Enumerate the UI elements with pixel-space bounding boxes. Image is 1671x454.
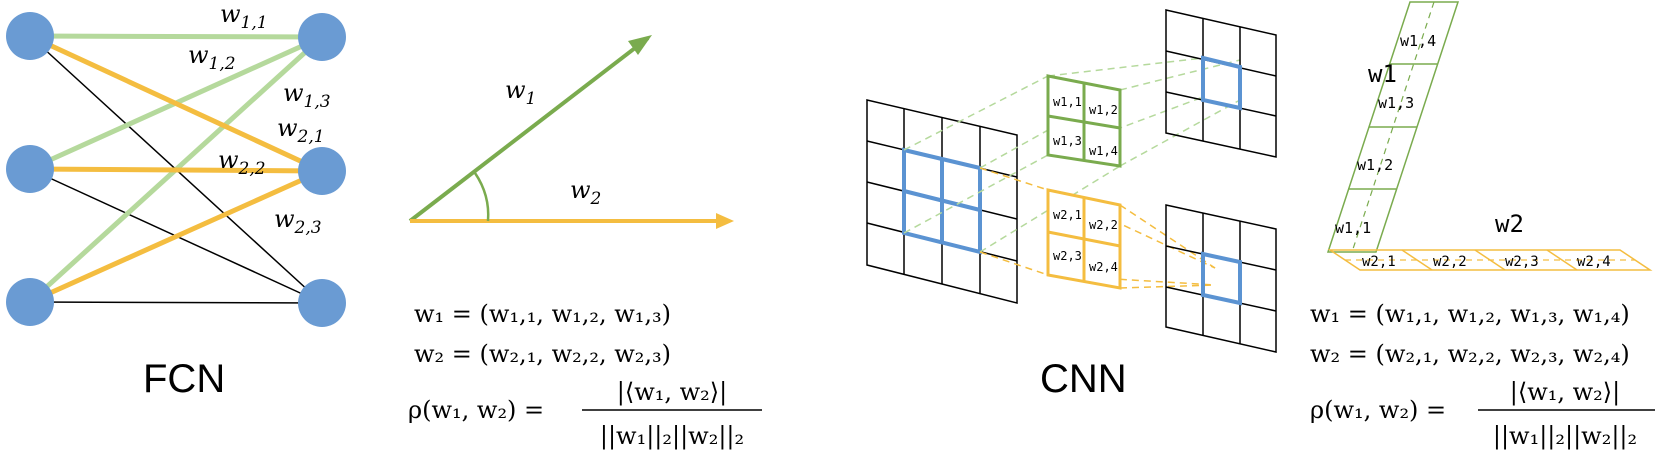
cnn-output-bottom-highlight [1201, 251, 1242, 306]
fcn-edge [29, 301, 323, 304]
strip-yellow-cell: w2,2 [1433, 254, 1467, 270]
strip-yellow-cell: w2,3 [1505, 254, 1539, 270]
vector-diagram: w1 w2 [408, 35, 734, 229]
kernel-green-cell: w1,2 [1089, 103, 1118, 117]
fcn-label-w11: w1,1 [220, 0, 268, 33]
fcn-eq-rho-lhs: ρ(w₁, w₂) = [408, 396, 544, 424]
strip-green [1326, 1, 1460, 253]
vector-angle-arc [473, 172, 490, 222]
fcn-network: w1,1 w1,2 w1,3 w2,1 w2,2 w2,3 [6, 0, 346, 327]
fcn-label-w23: w2,3 [274, 205, 322, 238]
cnn-input-receptive-field [902, 147, 982, 255]
kernel-green-cell: w1,4 [1089, 144, 1118, 158]
fcn-eq-rho-num: |⟨w₁, w₂⟩| [617, 378, 727, 407]
strip-green-cell: w1,2 [1357, 156, 1393, 174]
cnn-eq-w2: w₂ = (w₂,₁, w₂,₂, w₂,₃, w₂,₄) [1310, 340, 1630, 368]
fcn-edge-w21 [28, 33, 324, 174]
kernel-strips: w1,1 w1,2 w1,3 w1,4 w2,1 w2,2 w2,3 w2,4 … [1326, 1, 1653, 271]
fcn-eq-w1: w₁ = (w₁,₁, w₁,₂, w₁,₃) [414, 300, 671, 328]
fcn-output-node [298, 147, 346, 195]
vector-w1-arrow [408, 36, 650, 223]
cnn-green-kernel: w1,1 w1,2 w1,3 w1,4 [1046, 74, 1122, 168]
strip-yellow-label: w2 [1495, 210, 1524, 238]
strip-green-label: w1 [1368, 60, 1397, 88]
cnn-eq-w1: w₁ = (w₁,₁, w₁,₂, w₁,₃, w₁,₄) [1310, 300, 1630, 328]
kernel-yellow-cell: w2,4 [1089, 260, 1118, 274]
fcn-eq-w2: w₂ = (w₂,₁, w₂,₂, w₂,₃) [414, 340, 671, 368]
cnn-diagram: w1,1 w1,2 w1,3 w1,4 w2,1 w2,2 w2,3 w2,4 [866, 9, 1277, 353]
vector-label-w1: w1 [505, 76, 536, 109]
vector-w1-arrowhead [628, 35, 652, 55]
cnn-eq-rho-num: |⟨w₁, w₂⟩| [1510, 378, 1620, 407]
strip-yellow-cell: w2,1 [1362, 254, 1396, 270]
fcn-eq-rho-den: ||w₁||₂||w₂||₂ [600, 422, 744, 451]
vector-label-w2: w2 [570, 176, 601, 209]
fcn-label-w12: w1,2 [188, 41, 236, 74]
strip-green-cell: w1,3 [1378, 94, 1414, 112]
kernel-yellow-cell: w2,2 [1089, 218, 1118, 232]
fcn-edge-w23 [28, 168, 324, 305]
cnn-output-top-highlight [1201, 55, 1242, 111]
kernel-green-cell: w1,3 [1053, 134, 1082, 148]
strip-green-cell: w1,1 [1335, 219, 1371, 237]
kernel-yellow-cell: w2,1 [1053, 208, 1082, 222]
fcn-input-node [6, 145, 54, 193]
cnn-eq-rho-den: ||w₁||₂||w₂||₂ [1493, 422, 1637, 451]
cnn-yellow-kernel: w2,1 w2,2 w2,3 w2,4 [1046, 188, 1122, 290]
fcn-title: FCN [143, 357, 225, 401]
fcn-output-node [298, 279, 346, 327]
fcn-edge-w22 [29, 166, 323, 174]
fcn-label-w22: w2,2 [218, 146, 266, 179]
kernel-green-cell: w1,1 [1053, 95, 1082, 109]
cnn-equations: w₁ = (w₁,₁, w₁,₂, w₁,₃, w₁,₄) w₂ = (w₂,₁… [1310, 300, 1655, 451]
fcn-input-node [6, 278, 54, 326]
fcn-equations: w₁ = (w₁,₁, w₁,₂, w₁,₃) w₂ = (w₂,₁, w₂,₂… [408, 300, 762, 451]
fcn-edge-w11 [29, 33, 323, 40]
vector-w2-arrowhead [716, 213, 734, 229]
strip-green-cell: w1,4 [1400, 32, 1436, 50]
kernel-yellow-cell: w2,3 [1053, 249, 1082, 263]
cnn-output-grid-top [1165, 9, 1277, 158]
fcn-output-node [298, 13, 346, 61]
strip-yellow [1327, 249, 1653, 271]
fcn-label-w21: w2,1 [277, 114, 325, 147]
fcn-input-node [6, 12, 54, 60]
cnn-eq-rho-lhs: ρ(w₁, w₂) = [1310, 396, 1446, 424]
fcn-label-w13: w1,3 [283, 79, 331, 112]
cnn-output-grid-bottom [1165, 204, 1277, 353]
cnn-title: CNN [1040, 357, 1127, 401]
strip-yellow-cell: w2,4 [1577, 254, 1611, 270]
